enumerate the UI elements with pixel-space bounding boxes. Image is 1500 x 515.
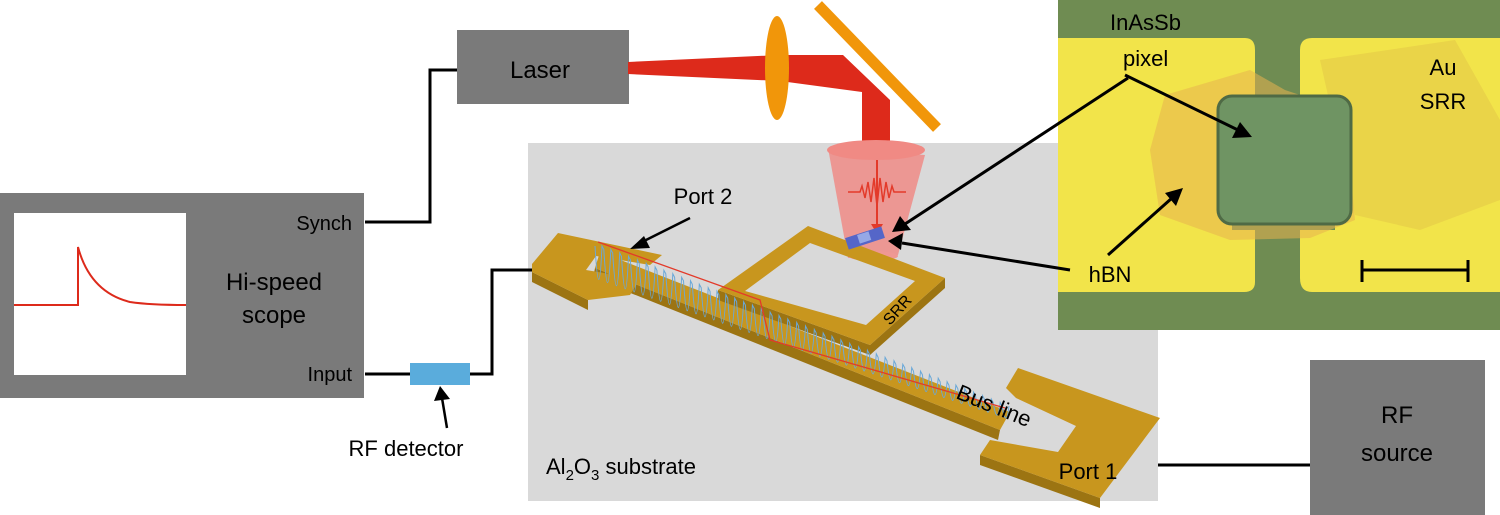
- au-label-line2: SRR: [1420, 89, 1466, 114]
- port2-pad: [532, 233, 662, 300]
- micrograph-panel: InAsSb pixel Au SRR hBN: [1058, 0, 1500, 330]
- hbn-to-sample-arrowhead: [888, 233, 903, 250]
- scope-title-line1: Hi-speed: [226, 269, 322, 296]
- port1-pad-side: [980, 455, 1100, 508]
- pulse-trace-icon: [14, 246, 187, 306]
- inassb-label-line2: pixel: [1123, 46, 1168, 71]
- scope-screen: [14, 213, 186, 375]
- scope-title-line2: scope: [242, 302, 306, 329]
- rf-source-label-line2: source: [1361, 440, 1433, 467]
- laser-beam-horizontal: [628, 55, 780, 81]
- inassb-to-sample-arrowhead: [892, 216, 911, 232]
- synch-label: Synch: [296, 213, 352, 235]
- hbn-label: hBN: [1089, 262, 1132, 287]
- pulse-wave: [848, 177, 906, 207]
- rf-detector-arrow: [440, 397, 449, 429]
- focused-beam-top: [827, 140, 925, 160]
- hbn-arrowhead: [1165, 188, 1183, 206]
- rf-source-box: [1310, 360, 1485, 515]
- srr-ring-side: [718, 278, 945, 355]
- hbn-flake-right: [1320, 40, 1500, 230]
- au-label-line1: Au: [1430, 55, 1457, 80]
- port1-pad: [980, 368, 1160, 498]
- port1-label: Port 1: [1059, 459, 1118, 484]
- inassb-to-sample-arrow: [904, 76, 1129, 226]
- sample-pixel: [857, 231, 872, 244]
- wire-synch-to-laser: [365, 68, 458, 224]
- rf-source-label-line1: RF: [1381, 402, 1413, 429]
- standing-wave-path: [594, 244, 1010, 419]
- inassb-pixel-edge: [1216, 94, 1353, 226]
- standing-wave: [594, 244, 1010, 419]
- au-pad-right: [1300, 38, 1500, 292]
- rf-detector-arrowhead: [434, 386, 450, 401]
- hbn-to-sample-arrow: [901, 241, 1071, 272]
- pixel-arrow: [1124, 73, 1239, 132]
- laser-box: [457, 30, 629, 104]
- port2-label: Port 2: [674, 184, 733, 209]
- pixel-arrowhead: [1232, 122, 1252, 138]
- rf-detector-box: [410, 363, 470, 385]
- wave-envelope: [597, 241, 1006, 409]
- laser-label: Laser: [510, 57, 570, 84]
- substrate-label: Al2O3 substrate: [546, 454, 696, 484]
- inassb-label-line1: InAsSb: [1110, 10, 1181, 35]
- srr-ring: [718, 226, 945, 345]
- port2-arrow: [641, 216, 691, 244]
- laser-beam-turn: [780, 55, 890, 146]
- port2-arrowhead: [630, 236, 650, 249]
- input-label: Input: [308, 364, 353, 386]
- hbn-arrow: [1107, 196, 1173, 257]
- inassb-pixel: [1218, 96, 1351, 224]
- mirror-icon: [814, 1, 941, 132]
- lens-icon: [765, 16, 789, 120]
- rf-detector-label: RF detector: [349, 436, 464, 461]
- wire-detector-to-port2: [470, 268, 532, 376]
- port2-pad-side: [532, 272, 588, 310]
